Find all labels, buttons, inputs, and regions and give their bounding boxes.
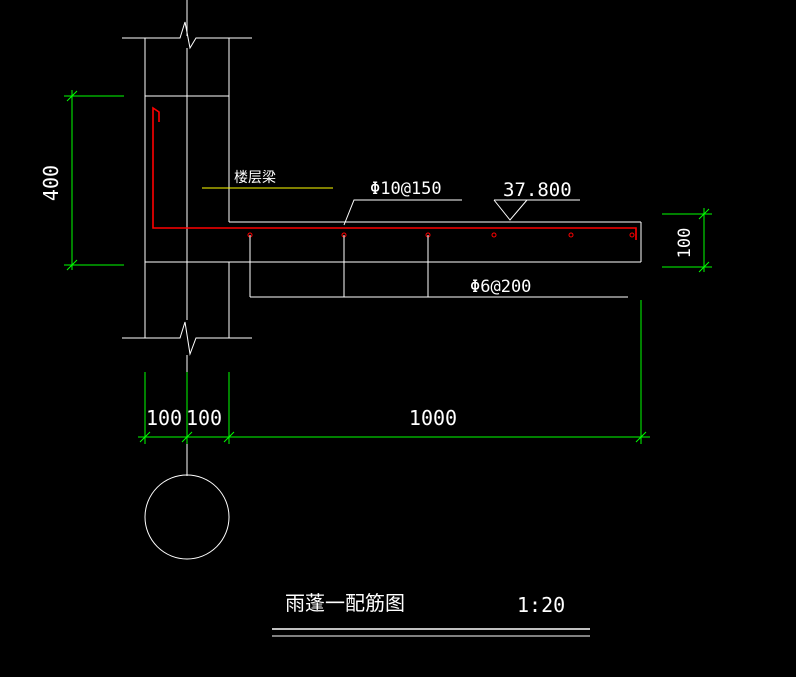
drawing-title: 雨蓬一配筋图 <box>285 591 405 615</box>
dim-beam-height: 400 <box>39 165 63 201</box>
rebar-dots <box>247 232 635 238</box>
dim-overhang-length: 1000 <box>409 406 457 430</box>
distribution-rebar-label: Φ6@200 <box>470 277 531 297</box>
rebar-dot <box>629 232 635 238</box>
beam-label: 楼层梁 <box>234 170 276 186</box>
dim-tick-1 <box>139 431 151 443</box>
rebar-dot <box>491 232 497 238</box>
top-rebar-label: Φ10@150 <box>370 179 442 199</box>
elevation-triangle <box>493 199 528 221</box>
dim-100r-tick-bottom <box>698 261 710 273</box>
top-rebar <box>152 106 637 240</box>
dim-slab-thickness: 100 <box>675 228 695 259</box>
top-rebar-leader <box>343 199 462 226</box>
break-line-bottom <box>122 321 252 356</box>
dim-100r-tick-top <box>698 208 710 220</box>
dimensions <box>64 90 712 444</box>
dim-left-width-1: 100 <box>146 406 182 430</box>
dim-left-width-2: 100 <box>186 406 222 430</box>
dim-400-tick-top <box>66 90 78 102</box>
elevation-label: 37.800 <box>503 179 572 201</box>
dim-400-tick-bottom <box>66 259 78 271</box>
rebar-group <box>152 106 637 240</box>
dim-tick-3 <box>223 431 235 443</box>
drawing-scale: 1:20 <box>517 593 565 617</box>
axis-bubble <box>144 474 230 560</box>
leader-lines <box>249 199 628 298</box>
dim-tick-2 <box>181 431 193 443</box>
axis <box>144 0 230 560</box>
dim-tick-4 <box>635 431 647 443</box>
rebar-dot <box>568 232 574 238</box>
